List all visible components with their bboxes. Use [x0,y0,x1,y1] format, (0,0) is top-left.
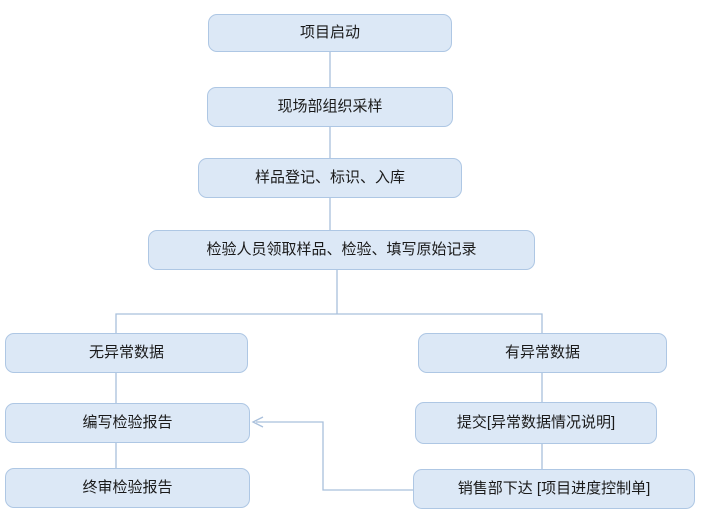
flow-node-inspection-records: 检验人员领取样品、检验、填写原始记录 [148,230,535,270]
connector-branch-right [337,313,543,333]
flow-node-submit-abnormal-note: 提交[异常数据情况说明] [415,402,657,444]
connector-feedback-sales-to-write [256,421,413,491]
flow-node-sample-registration: 样品登记、标识、入库 [198,158,462,198]
arrowhead-left-icon [251,416,264,428]
flow-node-no-abnormal-data: 无异常数据 [5,333,248,373]
flow-node-sales-issue-control: 销售部下达 [项目进度控制单] [413,469,695,509]
flow-node-project-start: 项目启动 [208,14,452,52]
flow-node-write-report: 编写检验报告 [5,403,250,443]
flow-node-final-review-report: 终审检验报告 [5,468,250,508]
connector-branch-left [115,313,337,333]
flow-node-site-dept-sampling: 现场部组织采样 [207,87,453,127]
flow-node-abnormal-data: 有异常数据 [418,333,667,373]
